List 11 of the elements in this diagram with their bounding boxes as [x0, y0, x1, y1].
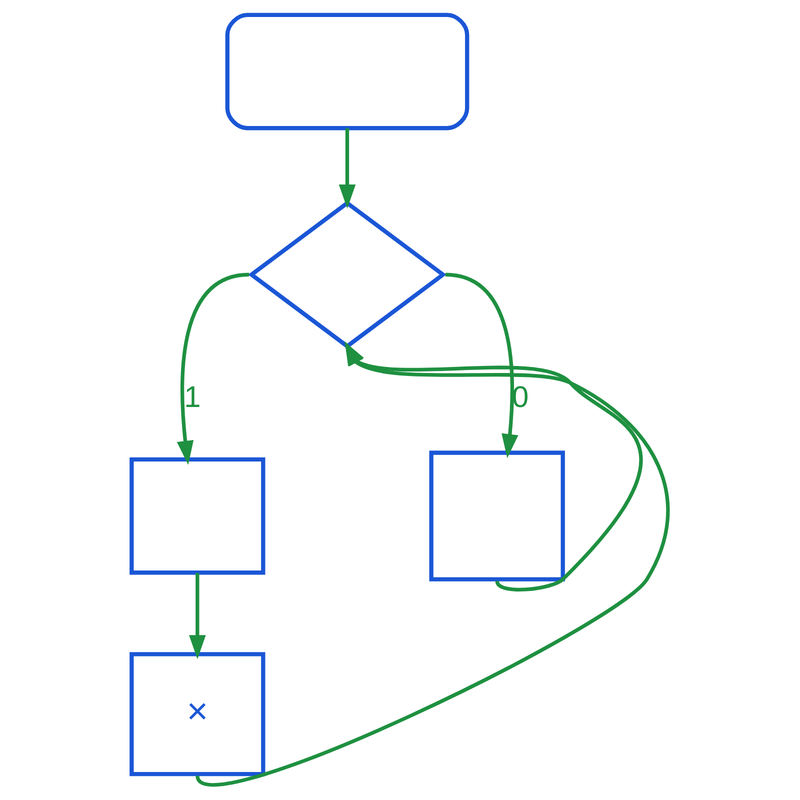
arrow — [445, 272, 518, 458]
node-box — [130, 457, 266, 575]
arrow — [338, 128, 356, 209]
edge-label: 0 — [512, 380, 529, 414]
arrow — [176, 272, 250, 465]
node-box — [429, 450, 565, 582]
node-box — [225, 12, 470, 130]
node-diamond — [248, 200, 446, 349]
node-box: × — [130, 652, 266, 776]
edge-label: 1 — [184, 380, 201, 414]
arrow — [189, 572, 206, 660]
